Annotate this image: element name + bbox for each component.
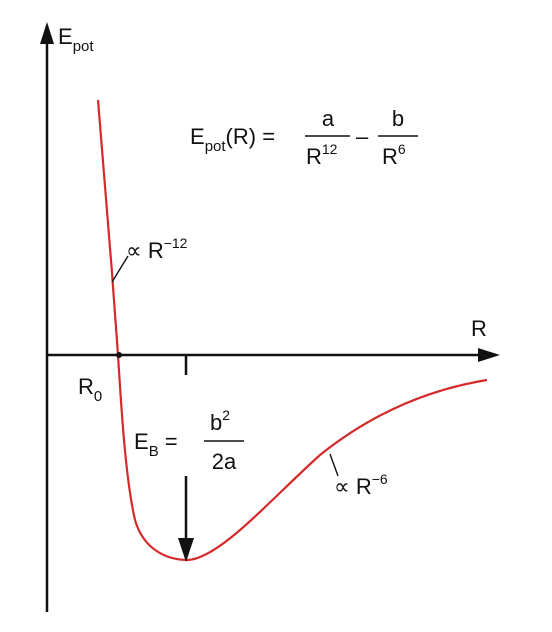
attractive-leader-line — [329, 453, 339, 477]
y-axis-label-sub: pot — [73, 38, 95, 55]
formula-term1-denominator-base: R — [306, 144, 322, 169]
repulsive-annotation: ∝ R−12 — [126, 235, 188, 263]
binding-energy-lhs: EB = — [134, 429, 178, 460]
formula-term2-denominator-base: R — [382, 144, 398, 169]
formula-lhs-sub: pot — [205, 138, 227, 155]
binding-energy-numerator-exp: 2 — [222, 407, 230, 423]
binding-energy-lhs-main: E — [134, 429, 149, 454]
y-axis-label: Epot — [58, 24, 94, 55]
attractive-annotation-prefix: ∝ R — [334, 474, 372, 499]
formula-term1-numerator: a — [322, 106, 335, 131]
formula-term2-denominator-exp: 6 — [398, 141, 406, 157]
binding-energy-denominator: 2a — [212, 449, 237, 474]
formula-lhs-arg: (R) = — [226, 124, 276, 149]
repulsive-annotation-exp: −12 — [164, 235, 188, 251]
r0-label-sub: 0 — [94, 388, 102, 405]
attractive-annotation: ∝ R−6 — [334, 471, 388, 499]
formula-lhs-main: E — [190, 124, 205, 149]
formula-term2-denominator: R6 — [382, 141, 406, 169]
formula-lhs: Epot(R) = — [190, 124, 275, 155]
binding-energy-numerator: b2 — [210, 407, 230, 435]
formula-term1-denominator: R12 — [306, 141, 338, 169]
repulsive-annotation-prefix: ∝ R — [126, 238, 164, 263]
attractive-annotation-exp: −6 — [372, 471, 388, 487]
binding-energy-equals: = — [165, 429, 178, 454]
r0-label-main: R — [78, 374, 94, 399]
potential-formula: Epot(R) = a R12 – b R6 — [190, 106, 418, 169]
r0-label: R0 — [78, 374, 102, 405]
y-axis-label-main: E — [58, 24, 73, 49]
formula-minus: – — [356, 124, 369, 149]
binding-energy-arrow-icon — [178, 538, 194, 562]
x-axis-label: R — [471, 316, 487, 341]
repulsive-leader-line — [111, 255, 129, 283]
binding-energy-numerator-base: b — [210, 410, 222, 435]
binding-energy-lhs-sub: B — [149, 443, 159, 460]
formula-term2-numerator: b — [392, 106, 404, 131]
r0-point — [116, 352, 122, 358]
x-axis-arrow-icon — [478, 348, 500, 362]
y-axis-arrow-icon — [40, 22, 54, 44]
formula-term1-denominator-exp: 12 — [322, 141, 338, 157]
potential-curve — [96, 99, 488, 562]
binding-energy-formula: EB = b2 2a — [134, 407, 244, 474]
